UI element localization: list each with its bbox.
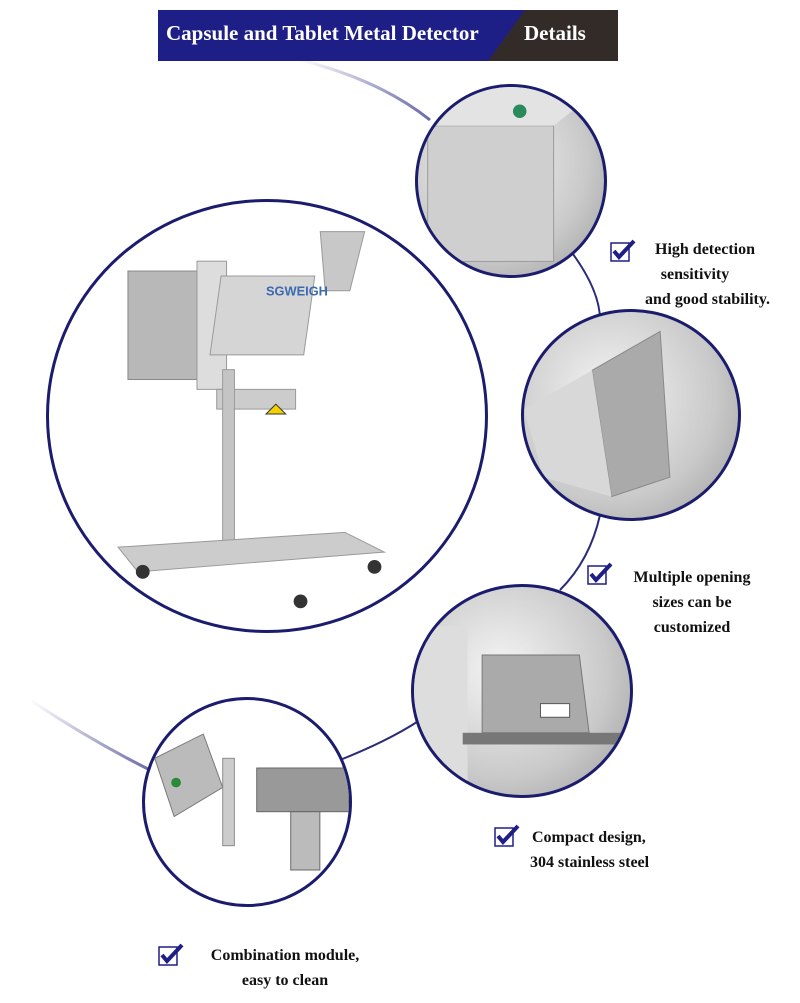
feature-caption-4: Combination module, easy to clean [195,943,375,993]
detail-image-compact-design [411,584,633,798]
brand-label: SGWEIGH [266,284,328,299]
caption-line: 304 stainless steel [530,854,650,871]
checkbox-check-icon [587,562,613,585]
page-title: Capsule and Tablet Metal Detector [166,21,479,45]
detail-image-hopper [521,309,741,521]
feature-caption-1: High detection sensitivity and good stab… [630,237,790,312]
feature-caption-3: Compact design, 304 stainless steel [520,825,680,875]
caption-line: sizes can be [652,594,732,611]
feature-caption-2: Multiple opening sizes can be customized [622,565,762,640]
checkbox-check-icon [494,824,520,847]
checkbox-check-icon [158,943,184,966]
caption-line: Multiple opening [633,569,751,586]
caption-line: and good stability. [645,291,770,308]
header-tag: Details [524,21,586,45]
main-product-image: SGWEIGH [46,199,488,633]
caption-line: Compact design, [532,829,646,846]
header-banner: Capsule and Tablet Metal Detector Detail… [158,10,618,61]
checkbox-check-icon [610,239,636,262]
caption-line: customized [653,619,731,636]
caption-line: easy to clean [241,972,329,989]
caption-line: High detection [655,241,755,258]
caption-line: Combination module, [210,947,360,964]
detail-image-combination-module [142,697,352,907]
caption-line: sensitivity [660,266,730,283]
detail-image-control-box [415,84,607,278]
